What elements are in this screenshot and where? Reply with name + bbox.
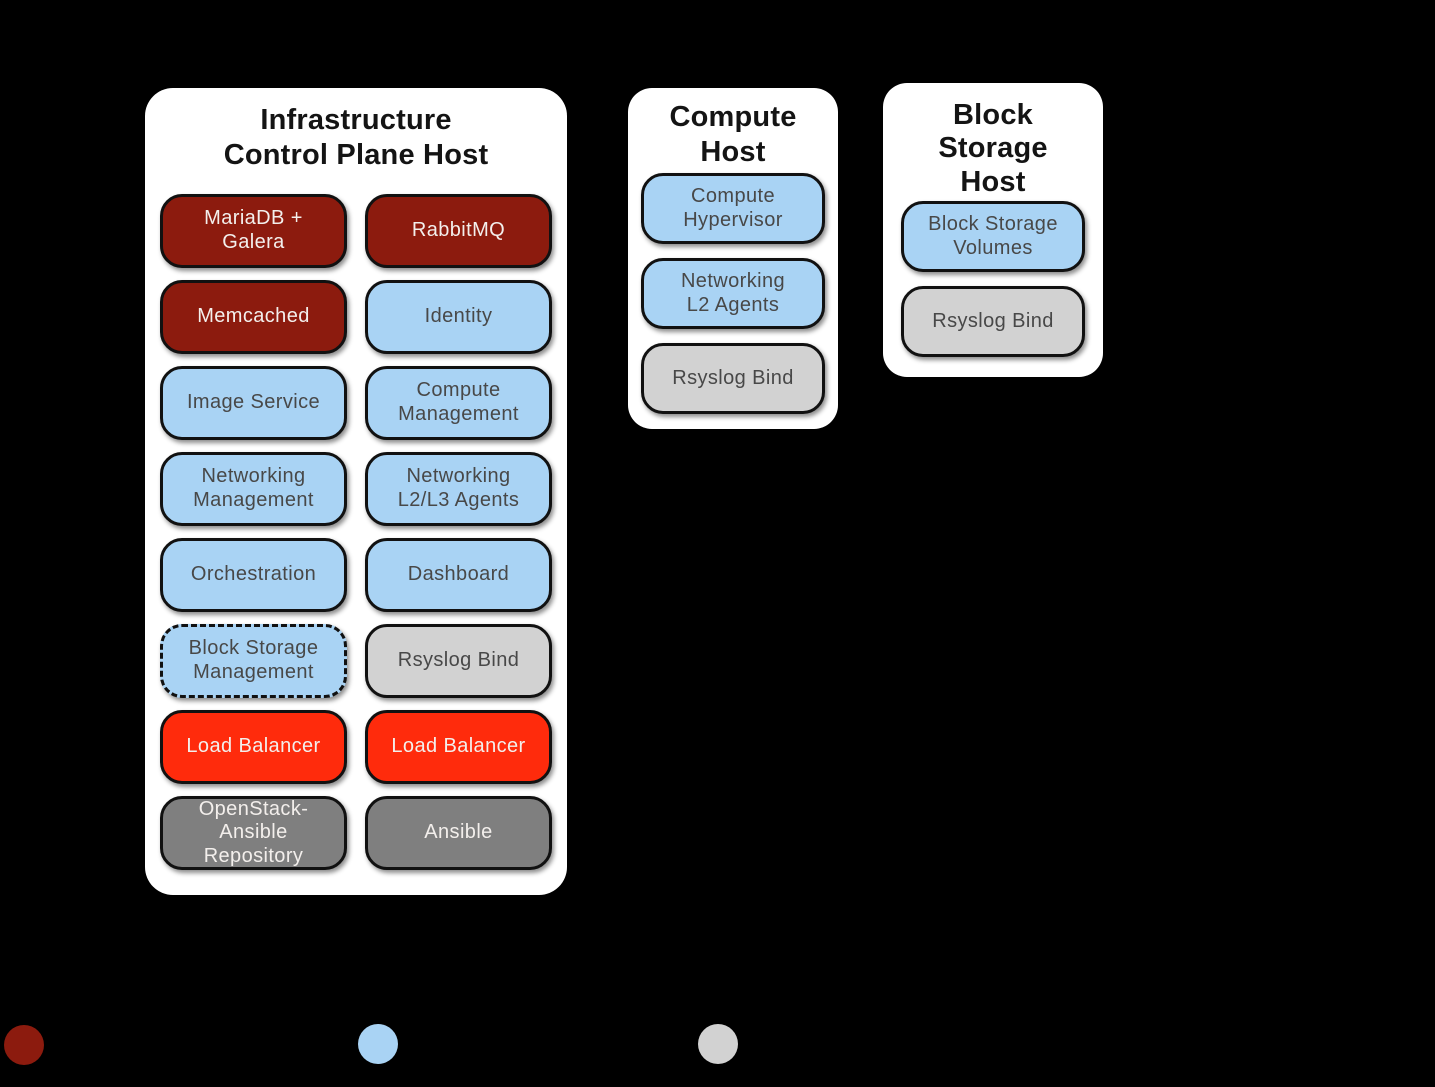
compute-host-panel: Compute Host Compute Hypervisor Networki… [628, 88, 838, 429]
service-box-rsyslog-bind-block-storage: Rsyslog Bind [901, 286, 1085, 357]
service-box-block-storage-volumes: Block Storage Volumes [901, 201, 1085, 272]
service-box-networking-l2-l3-agents: Networking L2/L3 Agents [365, 452, 552, 526]
service-box-compute-management: Compute Management [365, 366, 552, 440]
service-box-identity: Identity [365, 280, 552, 354]
legend-dot-gray [698, 1024, 738, 1064]
service-box-dashboard: Dashboard [365, 538, 552, 612]
service-box-rsyslog-bind-compute: Rsyslog Bind [641, 343, 825, 414]
block-storage-panel-title: Block Storage Host [938, 99, 1048, 198]
service-box-openstack-ansible-repository: OpenStack- Ansible Repository [160, 796, 347, 870]
service-box-load-balancer-1: Load Balancer [160, 710, 347, 784]
service-box-compute-hypervisor: Compute Hypervisor [641, 173, 825, 244]
service-box-memcached: Memcached [160, 280, 347, 354]
service-box-orchestration: Orchestration [160, 538, 347, 612]
legend-dot-dark-red [4, 1025, 44, 1065]
compute-service-stack: Compute Hypervisor Networking L2 Agents … [641, 173, 825, 414]
infrastructure-service-grid: MariaDB + Galera RabbitMQ Memcached Iden… [160, 194, 552, 870]
legend-dot-blue [358, 1024, 398, 1064]
block-storage-service-stack: Block Storage Volumes Rsyslog Bind [901, 201, 1085, 357]
service-box-block-storage-management: Block Storage Management [160, 624, 347, 698]
service-box-image-service: Image Service [160, 366, 347, 440]
compute-panel-title: Compute Host [669, 101, 797, 168]
service-box-rabbitmq: RabbitMQ [365, 194, 552, 268]
service-box-rsyslog-bind-infra: Rsyslog Bind [365, 624, 552, 698]
infrastructure-control-plane-host-panel: Infrastructure Control Plane Host MariaD… [145, 88, 567, 895]
service-box-ansible: Ansible [365, 796, 552, 870]
service-box-networking-l2-agents: Networking L2 Agents [641, 258, 825, 329]
service-box-mariadb-galera: MariaDB + Galera [160, 194, 347, 268]
service-box-networking-management: Networking Management [160, 452, 347, 526]
infrastructure-panel-title: Infrastructure Control Plane Host [223, 104, 489, 171]
block-storage-host-panel: Block Storage Host Block Storage Volumes… [883, 83, 1103, 377]
service-box-load-balancer-2: Load Balancer [365, 710, 552, 784]
